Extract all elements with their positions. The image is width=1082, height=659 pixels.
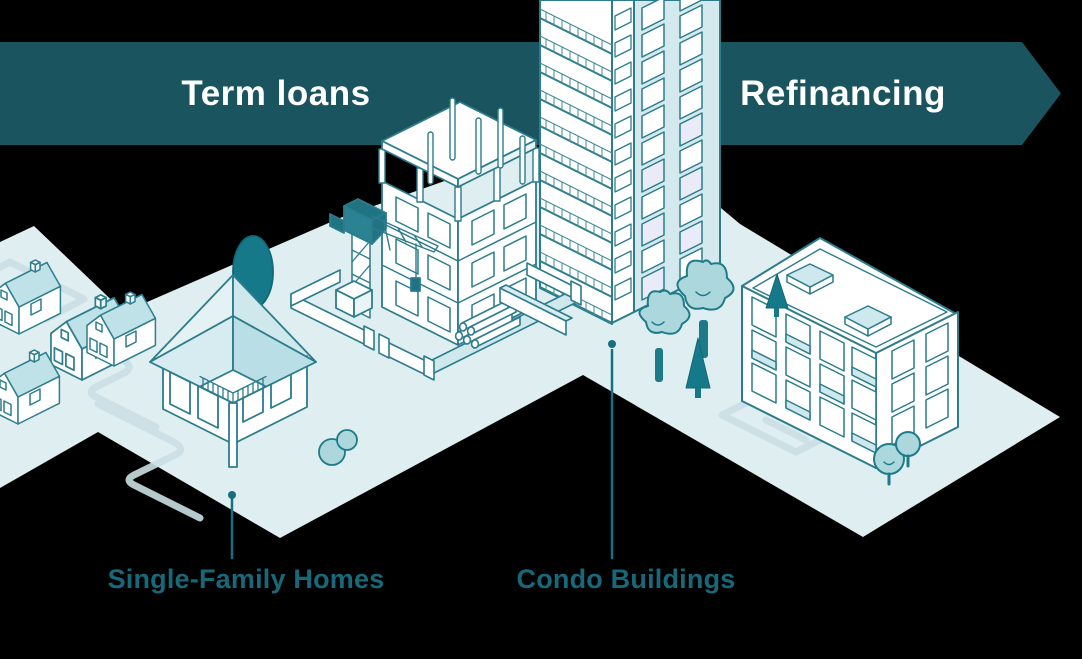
single-family-home [149,235,358,468]
window [851,432,877,454]
label-condo-buildings: Condo Buildings [516,564,736,594]
window [785,399,811,421]
window [641,50,665,85]
window [679,4,703,39]
window [925,355,949,396]
window [819,383,845,405]
window [785,346,811,388]
window [641,185,665,220]
window [641,239,665,274]
window [891,339,915,380]
banner-arrow-tip [1022,42,1061,145]
building-under-construction [378,97,540,346]
condo-tower [539,0,721,325]
tree-icon [676,259,735,311]
window [395,238,419,275]
window [503,193,527,230]
site-perimeter-wall [290,262,582,381]
construction-site [329,97,540,346]
apartment-building [741,237,959,469]
window [925,322,949,363]
leader-dot-condo [608,340,616,348]
window [679,58,703,93]
window [851,366,877,388]
rebar-rods [427,97,526,185]
window [679,85,703,120]
window [641,77,665,112]
window [679,220,703,255]
banner-label-refinancing: Refinancing [740,74,946,113]
window [819,396,845,438]
bush-icon [895,431,921,457]
window [679,193,703,228]
window [851,379,877,421]
trees [638,259,735,398]
window [471,209,495,246]
window [679,139,703,174]
window [427,296,451,333]
window [641,23,665,58]
window [641,0,665,31]
window [891,372,915,413]
window [395,196,419,233]
window [751,349,777,371]
label-single-family-homes: Single-Family Homes [107,564,385,594]
porch-column [228,402,238,468]
window [641,158,665,193]
window [679,0,703,12]
window [471,251,495,288]
window [427,254,451,291]
window [679,31,703,66]
window [641,131,665,166]
window [679,112,703,147]
window [679,166,703,201]
roof-hatch [786,263,892,337]
front-shrubs [765,273,921,486]
pipe-stack [454,299,521,349]
window [819,330,845,372]
bush-icon [336,429,358,451]
window [503,235,527,272]
balcony [199,369,267,404]
window [641,104,665,139]
banner-label-term-loans: Term loans [181,74,371,113]
window [925,388,949,429]
window [785,333,811,355]
tower-crane-icon [329,198,439,319]
window [751,362,777,404]
window [427,212,451,249]
leader-dot-single-family [228,491,236,499]
window [641,212,665,247]
